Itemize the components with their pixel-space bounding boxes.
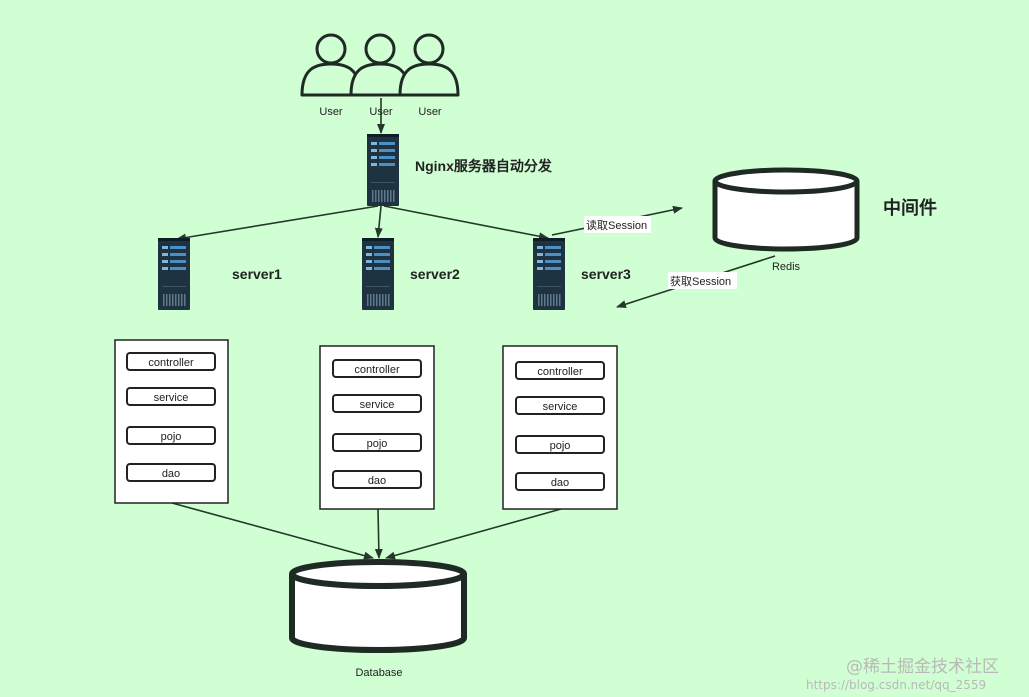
server1-to-db-arrow [171, 502, 374, 560]
redis-label: Redis [772, 261, 801, 273]
layer-controller: controller [354, 364, 400, 376]
watermark-brand: @稀土掘金技术社区 [846, 657, 999, 677]
layer-pojo: pojo [161, 431, 182, 443]
user-icon [398, 33, 460, 97]
database-label: Database [355, 667, 402, 679]
layer-pojo: pojo [367, 438, 388, 450]
layer-service: service [543, 401, 578, 413]
nginx-to-server3-arrow [383, 205, 549, 241]
server1-layers-box: controller service pojo dao [114, 339, 229, 504]
users-group: User User User [300, 33, 460, 118]
server3-layers-box: controller service pojo dao [502, 345, 618, 510]
server2-icon [362, 238, 394, 310]
layer-dao: dao [368, 475, 386, 487]
server3-icon [533, 238, 565, 310]
layer-pojo: pojo [550, 440, 571, 452]
layer-controller: controller [537, 366, 583, 378]
layer-service: service [360, 399, 395, 411]
nginx-to-server2-arrow [374, 205, 383, 238]
middleware-label: 中间件 [883, 197, 937, 218]
user-label: User [319, 106, 343, 118]
server2-to-db-arrow [374, 508, 383, 559]
server1-label: server1 [232, 266, 282, 282]
nginx-server-icon [367, 134, 399, 206]
layer-service: service [154, 392, 189, 404]
server1-icon [158, 238, 190, 310]
server3-to-db-arrow [385, 508, 562, 560]
layer-dao: dao [162, 468, 180, 480]
get-session-label: 获取Session [670, 275, 731, 288]
server2-layers-box: controller service pojo dao [319, 345, 435, 510]
server2-label: server2 [410, 266, 460, 282]
watermark-url: https://blog.csdn.net/qq_2559 [806, 678, 986, 692]
database-cylinder [289, 559, 467, 653]
redis-cylinder [712, 167, 860, 252]
layer-controller: controller [148, 357, 194, 369]
nginx-to-server1-arrow [176, 205, 379, 242]
server3-label: server3 [581, 266, 631, 282]
nginx-label: Nginx服务器自动分发 [415, 158, 553, 174]
user-label: User [418, 106, 442, 118]
layer-dao: dao [551, 477, 569, 489]
read-session-label: 读取Session [586, 218, 647, 232]
